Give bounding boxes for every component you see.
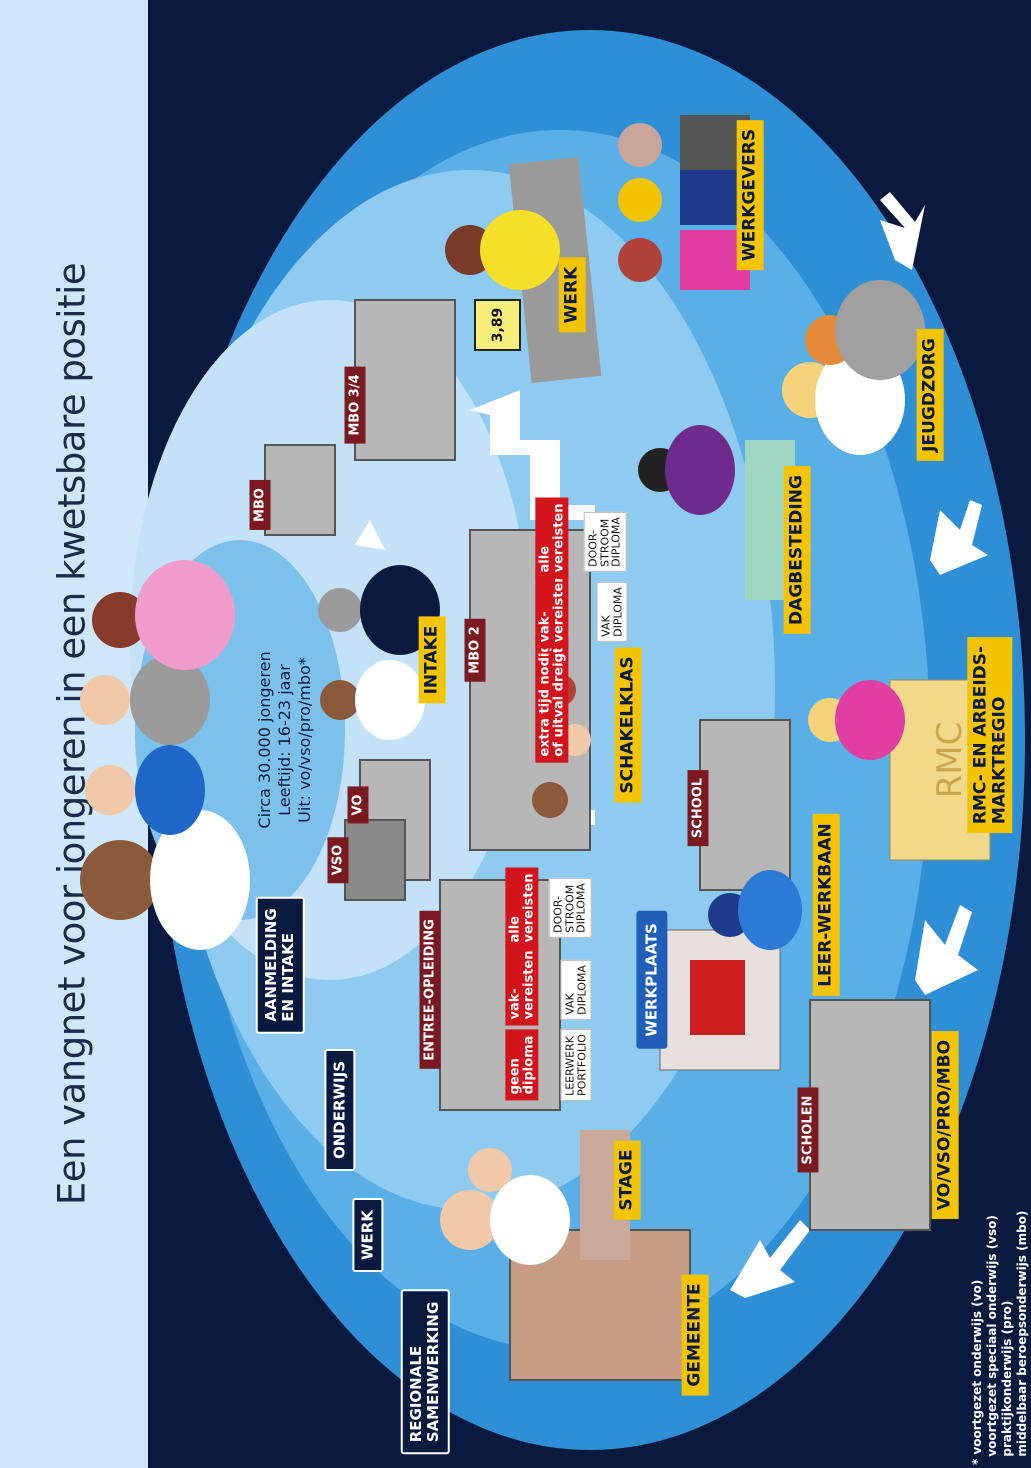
diploma-vak-mbo2: VAK DIPLOMA [596,582,628,642]
req-vak-vereisten-entree: vak- vereisten [505,944,539,1026]
label-dagbesteding: DAGBESTEDING [783,466,811,634]
building-school [699,719,791,891]
people-group-center [80,560,250,950]
label-werkplaats: WERKPLAATS [636,911,668,1049]
req-geen-diploma: geen diploma [505,1029,539,1101]
label-vo: VO [347,786,369,824]
price-tag-board [474,299,521,351]
label-onderwijs-zone: ONDERWIJS [324,1048,356,1172]
footnote: * voortgezet onderwijs (vo) voortgezet s… [970,1210,1029,1465]
person-werk-shop [445,210,560,290]
label-vso: VSO [327,836,349,884]
car-illustration [690,960,745,1035]
req-alle-vereisten-entree: alle vereisten [505,867,539,949]
building-mbo [264,444,336,536]
summary-origin: Uit: vo/vso/pro/mbo* [295,657,314,823]
label-intake: INTAKE [418,616,446,704]
label-werk: WERK [558,257,586,333]
label-scholen-types: VO/VSO/PRO/MBO [931,1030,959,1220]
req-alle-vereisten-mbo2: alle vereisten [535,497,569,579]
label-scholen: SCHOLEN [797,1087,819,1173]
person-leer-werkbaan [708,870,802,950]
people-werkgevers [618,115,750,290]
label-aanmelding-intake: AANMELDING EN INTAKE [255,896,305,1034]
title-band [0,0,148,1468]
person-rmc [808,680,905,760]
person-dagbesteding [638,425,735,515]
rmc-desk-sign: RMC [930,721,970,799]
diploma-vak-entree: VAK DIPLOMA [560,960,592,1020]
summary-count: Circa 30.000 jongeren [255,651,274,829]
req-extra-tijd: extra tijd nodig of uitval dreigt [535,637,569,763]
price-tag: 3,89 [490,307,506,343]
diploma-doorstroom-mbo2: DOOR- STROOM DIPLOMA [583,512,627,572]
label-gemeente: GEMEENTE [681,1274,709,1396]
label-mbo34: MBO 3/4 [344,366,366,444]
label-mbo2: MBO 2 [464,618,486,682]
people-stage [440,1148,570,1265]
label-werk-zone: WERK [352,1198,384,1272]
building-scholen [809,999,931,1231]
label-school: SCHOOL [687,769,709,847]
people-jeugdzorg [782,280,925,455]
label-leer-werkbaan: LEER-WERKBAAN [812,814,840,996]
building-entree [439,879,561,1111]
label-jeugdzorg: JEUGDZORG [916,329,944,461]
diploma-leerwerk-portfolio: LEERWERK PORTFOLIO [560,1029,592,1101]
label-stage: STAGE [613,1140,641,1220]
label-werkgevers: WERKGEVERS [736,119,764,271]
label-schakelklas: SCHAKELKLAS [614,647,642,803]
double-arrow [730,192,988,1298]
req-vak-vereisten-mbo2: vak- vereisten [535,567,569,649]
label-rmc-arbeidsmarktregio: RMC- EN ARBEIDS- MARKTREGIO [967,636,1013,834]
label-entree-opleiding: ENTREE-OPLEIDING [419,911,441,1069]
building-vo [344,759,431,901]
building-mbo34 [354,299,456,461]
summary-age: Leeftijd: 16-23 jaar [275,664,294,816]
label-mbo: MBO [249,480,271,530]
label-regionale-samenwerking: REGIONALE SAMENWERKING [400,1289,450,1455]
diploma-doorstroom-entree: DOOR- STROOM DIPLOMA [548,878,592,938]
